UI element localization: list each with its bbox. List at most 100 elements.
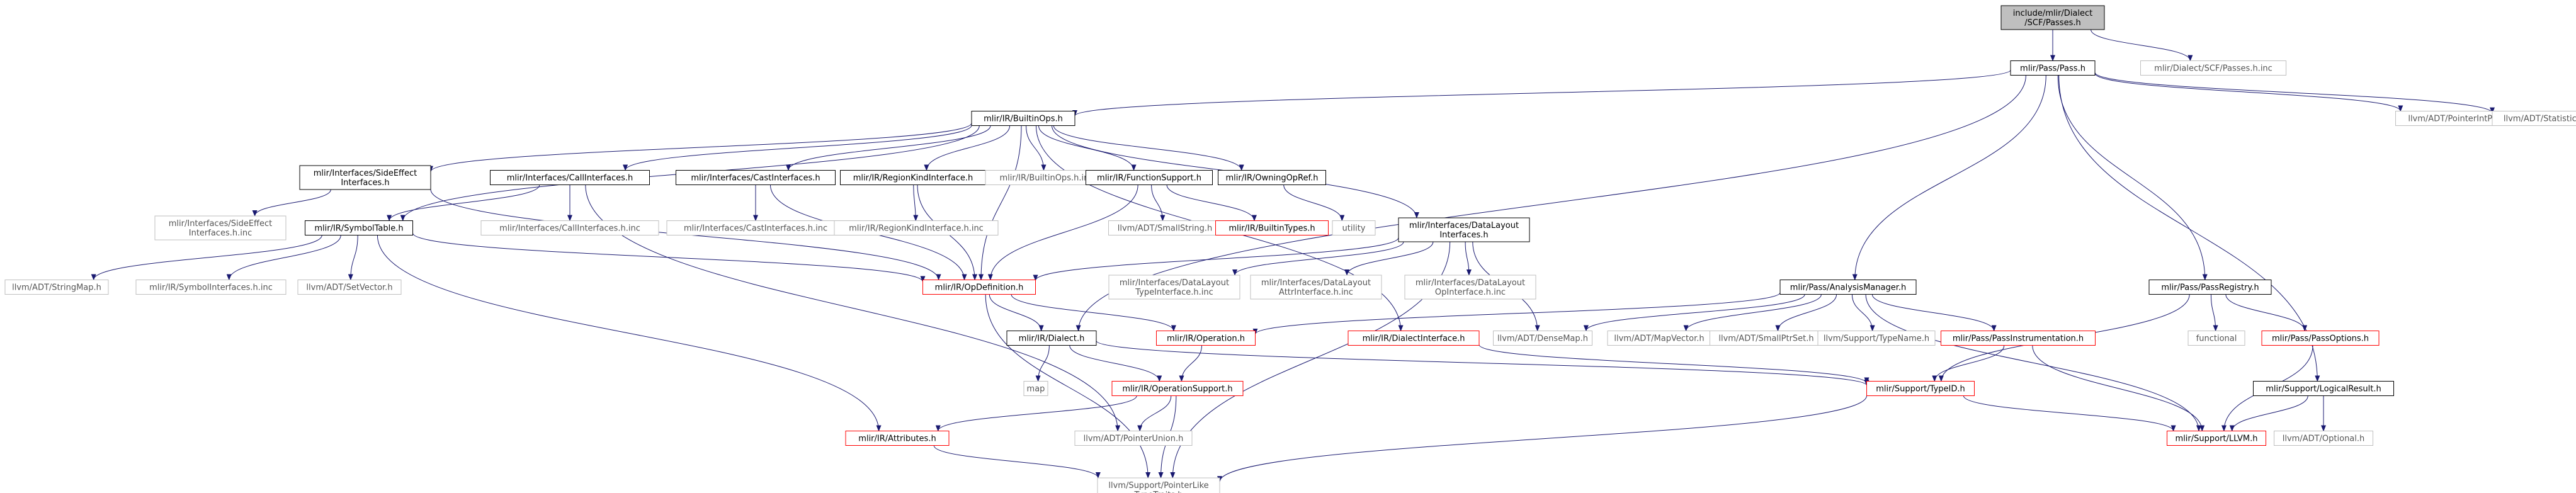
edge-datalayout-to-dltypeinc: [1232, 241, 1404, 276]
edge-regionkind-to-regionkindinc: [913, 184, 919, 222]
node-stringmap: llvm/ADT/StringMap.h: [4, 280, 109, 295]
node-llvmh[interactable]: mlir/Support/LLVM.h: [2167, 431, 2266, 446]
node-box: [1817, 331, 1936, 346]
node-box: [1493, 331, 1592, 346]
node-label: mlir/IR/Dialect.h: [1019, 334, 1085, 344]
node-setvector: llvm/ADT/SetVector.h: [297, 280, 402, 295]
node-label: Interfaces.h.inc: [189, 229, 252, 238]
edge-opsupport-to-ptrunion: [1137, 395, 1172, 432]
edge-builtinops-to-callif: [623, 125, 972, 171]
edge-analysismgr-to-mapvector: [1683, 294, 1822, 332]
node-builtinops[interactable]: mlir/IR/BuiltinOps.h: [971, 111, 1075, 126]
edge-pass-to-analysismgr: [1852, 75, 2046, 281]
node-box: [135, 280, 287, 295]
node-owningopref[interactable]: mlir/IR/OwningOpRef.h: [1218, 170, 1326, 185]
edge-datalayout-to-dlopinc: [1465, 241, 1472, 276]
node-label: mlir/Interfaces/CastInterfaces.h: [691, 174, 820, 183]
node-callif[interactable]: mlir/Interfaces/CallInterfaces.h: [490, 170, 650, 185]
node-opdefinition[interactable]: mlir/IR/OpDefinition.h: [922, 280, 1036, 295]
node-label: OpInterface.h.inc: [1435, 288, 1506, 297]
node-mapvector: llvm/ADT/MapVector.h: [1607, 331, 1711, 346]
node-attributes[interactable]: mlir/IR/Attributes.h: [845, 431, 950, 446]
node-map: map: [1023, 381, 1048, 396]
edge-datalayout-to-opdefinition: [1033, 237, 1399, 281]
node-passregistry[interactable]: mlir/Pass/PassRegistry.h: [2148, 280, 2272, 295]
node-castif[interactable]: mlir/Interfaces/CastInterfaces.h: [676, 170, 836, 185]
edge-root-to-scfpassinc: [2091, 29, 2193, 62]
node-label: mlir/Interfaces/SideEffect: [169, 219, 273, 229]
node-label: mlir/Interfaces/CallInterfaces.h: [507, 174, 633, 183]
node-typeid[interactable]: mlir/Support/TypeID.h: [1866, 381, 1975, 396]
node-label: mlir/Pass/Pass.h: [2020, 64, 2085, 74]
edge-pass-to-passregistry: [2057, 75, 2208, 281]
node-operation[interactable]: mlir/IR/Operation.h: [1156, 331, 1256, 346]
node-label: mlir/IR/Operation.h: [1167, 334, 1245, 344]
edge-builtinops-to-owningopref: [1053, 125, 1244, 171]
node-dialectif[interactable]: mlir/IR/DialectInterface.h: [1348, 331, 1480, 346]
edge-symboltable-to-opdefinition: [412, 232, 926, 283]
node-label: Interfaces.h: [1439, 230, 1488, 240]
node-regionkind[interactable]: mlir/IR/RegionKindInterface.h: [840, 170, 986, 185]
node-label: llvm/ADT/DenseMap.h: [1497, 334, 1588, 344]
node-box: [1348, 331, 1480, 346]
node-label: mlir/Support/TypeID.h: [1876, 385, 1965, 394]
node-label: mlir/Support/LLVM.h: [2176, 434, 2258, 444]
node-label: llvm/Support/TypeName.h: [1824, 334, 1929, 344]
node-ptrliketraits: llvm/Support/PointerLikeTypeTraits.h: [1097, 477, 1220, 493]
node-box: [1866, 381, 1975, 396]
node-label: mlir/IR/OpDefinition.h: [935, 283, 1024, 293]
node-box: [1218, 170, 1326, 185]
edge-passregistry-to-functional: [2210, 294, 2218, 332]
node-root[interactable]: include/mlir/Dialect/SCF/Passes.h: [2000, 5, 2105, 30]
node-box: [1404, 275, 1536, 300]
edge-typeid-to-llvmh: [1963, 395, 2176, 432]
node-box: [834, 220, 999, 235]
edge-passinstr-to-llvmh: [2032, 345, 2205, 432]
edge-dialectif-to-typeid: [1478, 344, 1870, 384]
node-funcsupport[interactable]: mlir/IR/FunctionSupport.h: [1086, 170, 1213, 185]
edge-callif-to-symboltable: [387, 184, 540, 222]
node-utility: utility: [1332, 220, 1376, 235]
node-functional: functional: [2187, 331, 2245, 346]
node-pass[interactable]: mlir/Pass/Pass.h: [2010, 60, 2096, 76]
node-builtintypes[interactable]: mlir/IR/BuiltinTypes.h: [1215, 220, 1329, 235]
node-builtinopsinc: mlir/IR/BuiltinOps.h.inc: [985, 170, 1108, 185]
node-box: [154, 215, 287, 241]
edge-analysismgr-to-passinstr: [1871, 294, 1997, 332]
node-label: include/mlir/Dialect: [2013, 9, 2093, 18]
node-logicalresult[interactable]: mlir/Support/LogicalResult.h: [2253, 381, 2394, 396]
node-box: [297, 280, 402, 295]
node-label: TypeTraits.h: [1133, 490, 1183, 493]
node-label: mlir/Pass/AnalysisManager.h: [1790, 283, 1906, 293]
node-analysismgr[interactable]: mlir/Pass/AnalysisManager.h: [1779, 280, 1917, 295]
edge-analysismgr-to-typename: [1851, 294, 1875, 332]
node-box: [2000, 5, 2105, 30]
node-smallstring: llvm/ADT/SmallString.h: [1108, 220, 1222, 235]
node-box: [1156, 331, 1256, 346]
edge-pass-to-builtinops: [1072, 69, 2011, 116]
node-optional: llvm/ADT/Optional.h: [2274, 431, 2373, 446]
edge-passinstr-to-typeid: [1932, 345, 2005, 382]
edge-builtinops-to-opdefinition: [979, 125, 1022, 281]
node-label: mlir/Interfaces/CallInterfaces.h.inc: [499, 224, 640, 234]
node-label: llvm/ADT/SetVector.h: [306, 283, 392, 293]
edge-symboltable-to-stringmap: [91, 235, 322, 281]
edge-opdefinition-to-dialect: [989, 294, 1044, 332]
node-opsupport[interactable]: mlir/IR/OperationSupport.h: [1111, 381, 1244, 396]
node-symboltable[interactable]: mlir/IR/SymbolTable.h: [305, 220, 413, 235]
node-box: [490, 170, 650, 185]
node-label: llvm/ADT/SmallString.h: [1118, 224, 1212, 234]
edge-pass-to-statistic: [2094, 72, 2495, 114]
node-label: map: [1027, 385, 1045, 394]
node-passoptions[interactable]: mlir/Pass/PassOptions.h: [2261, 331, 2380, 346]
node-passinstr[interactable]: mlir/Pass/PassInstrumentation.h: [1941, 331, 2096, 346]
node-dlopinc: mlir/Interfaces/DataLayoutOpInterface.h.…: [1404, 275, 1536, 300]
edge-builtinops-to-funcsupport: [1038, 125, 1137, 171]
node-dialect[interactable]: mlir/IR/Dialect.h: [1006, 331, 1097, 346]
node-castifinc: mlir/Interfaces/CastInterfaces.h.inc: [666, 220, 845, 235]
edge-dialect-to-map: [1035, 345, 1050, 382]
edge-symboltable-to-symbolifinc: [226, 235, 341, 281]
node-box: [1086, 170, 1213, 185]
